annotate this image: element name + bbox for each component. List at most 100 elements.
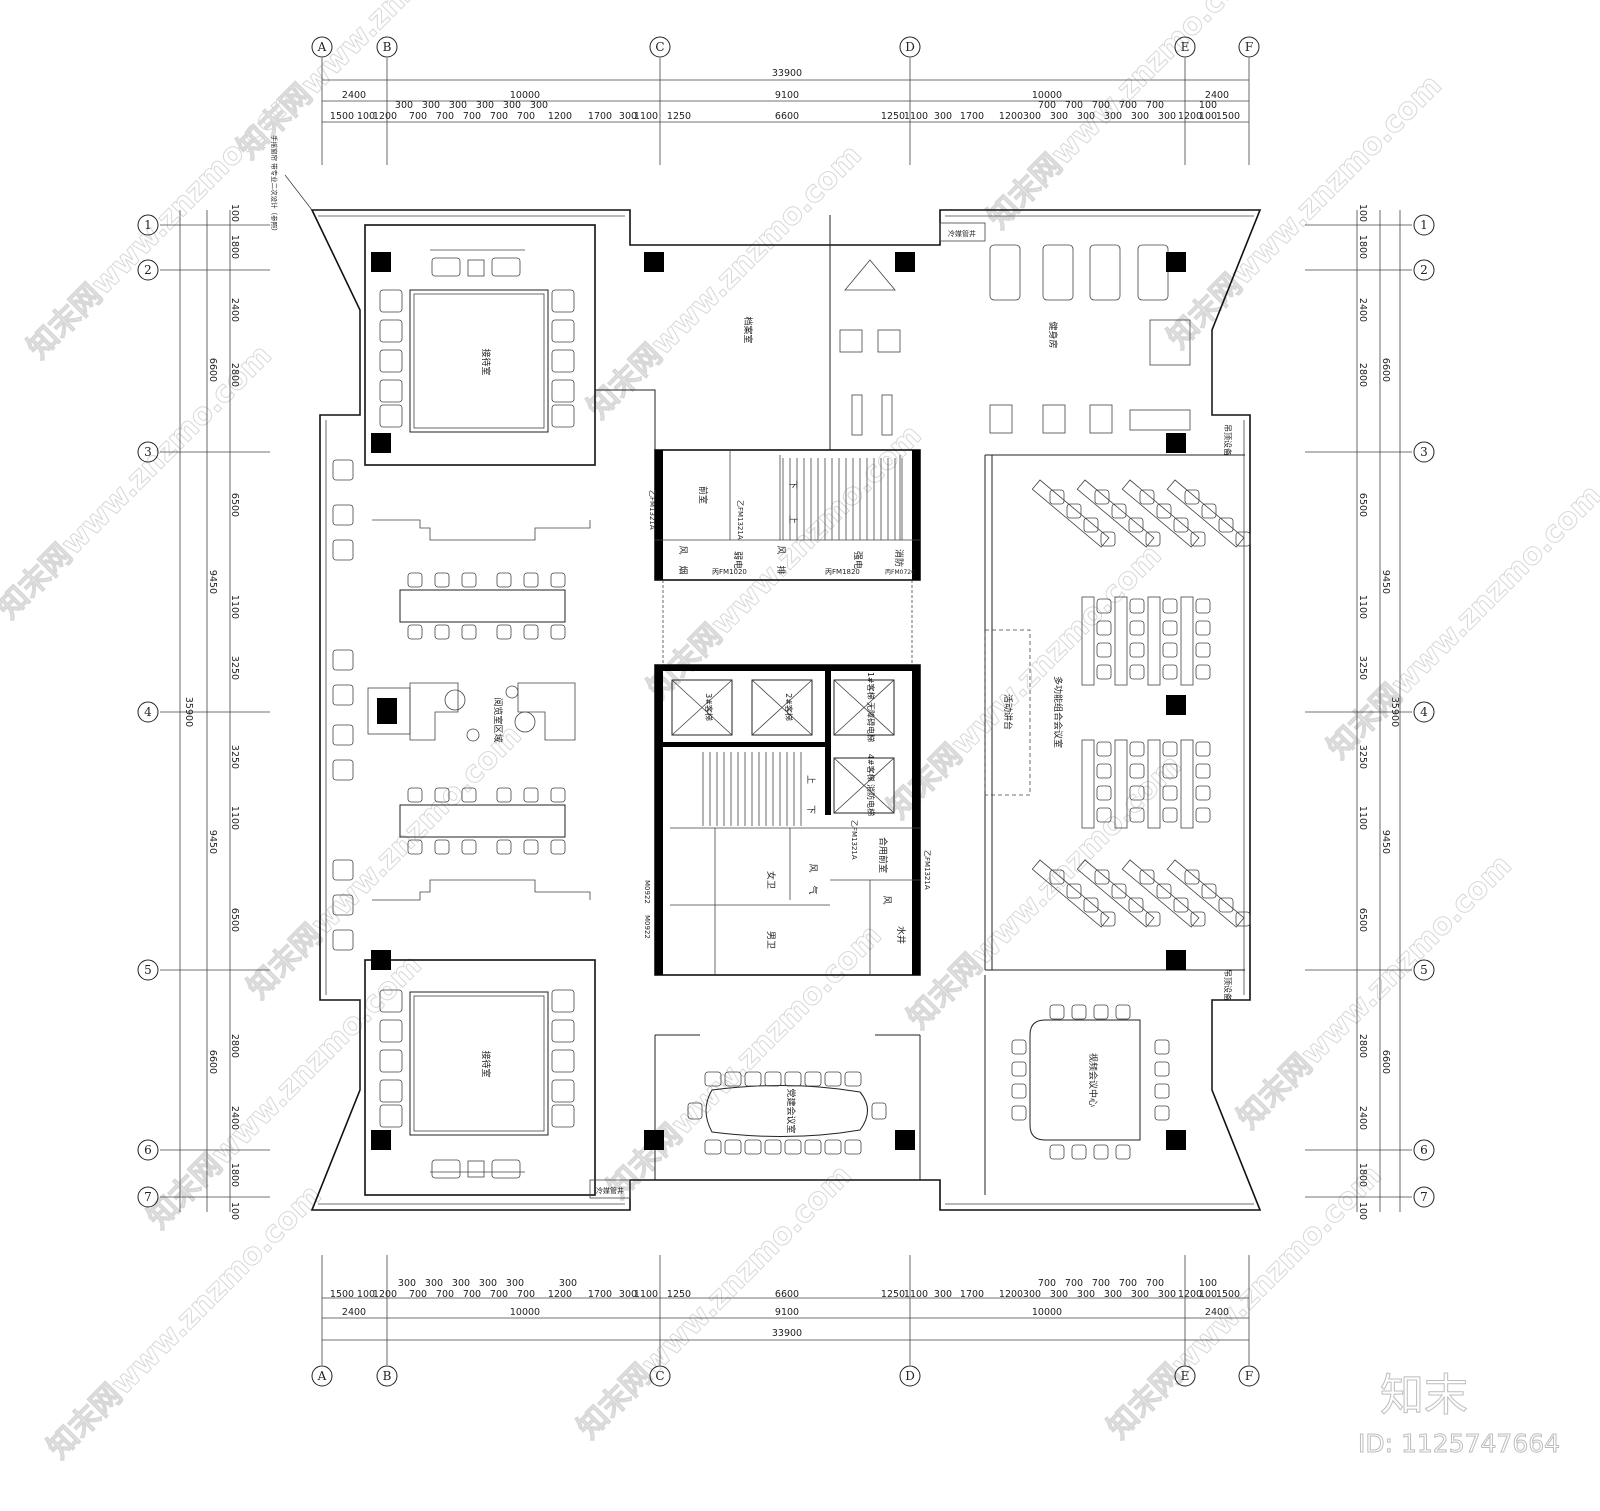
dim-detail-x: 700 bbox=[1119, 1278, 1137, 1289]
furniture bbox=[332, 257, 1251, 1179]
watermark-text: 知末网www.znzmo.com bbox=[1101, 1158, 1389, 1446]
axis-bubble-B bbox=[376, 36, 398, 58]
chair bbox=[1195, 598, 1211, 614]
dim-detail-y: 1800 bbox=[229, 235, 240, 259]
dim-detail-x: 300 bbox=[530, 100, 548, 111]
chair bbox=[1201, 503, 1217, 519]
chair bbox=[1195, 763, 1211, 779]
chair bbox=[1173, 517, 1189, 533]
watermark-text: 知末网www.znzmo.com bbox=[601, 918, 889, 1206]
column bbox=[371, 252, 391, 272]
dim-detail-y: 2400 bbox=[229, 1106, 240, 1130]
chair bbox=[1083, 517, 1099, 533]
dim-detail-y: 1100 bbox=[1357, 595, 1368, 619]
room-reception-bottom: 接待室 bbox=[364, 959, 596, 1196]
dim-detail-x: 1200 bbox=[373, 1289, 397, 1300]
female-wc-label: 女卫 bbox=[765, 871, 777, 889]
dim-detail-x: 300 bbox=[422, 100, 440, 111]
axis-bubble-E bbox=[1174, 1365, 1196, 1387]
dim-detail-x: 300 bbox=[559, 1278, 577, 1289]
dim-detail-x: 300 bbox=[1050, 1289, 1068, 1300]
treadmill bbox=[1137, 244, 1169, 301]
chair bbox=[491, 1159, 521, 1179]
dim-detail-x: 300 bbox=[1023, 1289, 1041, 1300]
axis-label-B: B bbox=[383, 40, 392, 54]
column bbox=[1166, 1130, 1186, 1150]
dim-detail-x: 1100 bbox=[634, 111, 658, 122]
chair bbox=[1154, 1105, 1170, 1121]
dim-detail-x: 700 bbox=[490, 1289, 508, 1300]
door-code-fm1321a-4: 乙FM1321A bbox=[923, 850, 931, 890]
dim-detail-x: 1500 bbox=[330, 111, 354, 122]
room-label-party-meeting: 党建会议室 bbox=[785, 1088, 797, 1133]
column bbox=[644, 1130, 664, 1150]
desk bbox=[1121, 859, 1200, 928]
dim-detail-x: 1200 bbox=[548, 1289, 572, 1300]
weak-elec-label: 弱电 bbox=[732, 551, 744, 569]
chair bbox=[704, 1071, 722, 1087]
axis-label-B: B bbox=[383, 1369, 392, 1383]
stair-down-label: 下 bbox=[805, 805, 815, 814]
building-outline bbox=[310, 209, 1262, 1211]
door-code-fm1820: 丙FM1820 bbox=[825, 568, 860, 576]
dim-detail-x: 300 bbox=[476, 100, 494, 111]
chair bbox=[379, 349, 403, 373]
desk bbox=[1076, 479, 1155, 548]
chair bbox=[431, 1159, 461, 1179]
chair bbox=[1218, 517, 1234, 533]
chair bbox=[332, 504, 354, 526]
dim-detail-x: 300 bbox=[452, 1278, 470, 1289]
desk bbox=[1166, 479, 1245, 548]
dim-detail-y: 2400 bbox=[1357, 298, 1368, 322]
door-code-fm1321a-2: 乙FM1321A bbox=[736, 500, 744, 540]
lift-cross bbox=[833, 757, 895, 814]
dim-detail-x: 700 bbox=[1119, 100, 1137, 111]
chair bbox=[379, 989, 403, 1013]
chair bbox=[1154, 1039, 1170, 1055]
dim-detail-x: 100 bbox=[1199, 1278, 1217, 1289]
chair bbox=[1094, 869, 1110, 885]
chair bbox=[1129, 664, 1145, 680]
chair bbox=[1096, 785, 1112, 801]
chair bbox=[1049, 869, 1065, 885]
dim-detail-x: 1500 bbox=[330, 1289, 354, 1300]
axis-label-5: 5 bbox=[1420, 963, 1428, 977]
chair bbox=[407, 572, 423, 588]
chair bbox=[332, 759, 354, 781]
chair bbox=[1049, 1004, 1065, 1020]
dim-detail-y: 1800 bbox=[1357, 1163, 1368, 1187]
desk bbox=[1081, 596, 1095, 686]
chair bbox=[550, 572, 566, 588]
axis-label-D: D bbox=[905, 40, 915, 54]
lift-car bbox=[833, 757, 895, 814]
chair bbox=[1184, 869, 1200, 885]
dim-bay-y: 6600 bbox=[1380, 1050, 1391, 1074]
dim-detail-y: 1800 bbox=[229, 1163, 240, 1187]
axis-label-F: F bbox=[1245, 40, 1253, 54]
room-video-meeting: 视频会议中心 bbox=[984, 975, 1141, 1195]
dim-detail-y: 2400 bbox=[229, 298, 240, 322]
dim-detail-y: 100 bbox=[1357, 204, 1368, 222]
chair bbox=[551, 1019, 575, 1043]
chair bbox=[1145, 531, 1161, 547]
chair bbox=[551, 1049, 575, 1073]
wind-label-2: 风 bbox=[775, 545, 786, 554]
weight-bench bbox=[877, 329, 901, 353]
dim-detail-y: 2400 bbox=[1357, 1106, 1368, 1130]
chair bbox=[523, 787, 539, 803]
dim-detail-y: 1100 bbox=[229, 595, 240, 619]
dim-detail-x: 700 bbox=[436, 111, 454, 122]
chair bbox=[1083, 897, 1099, 913]
chair bbox=[1190, 531, 1206, 547]
chair bbox=[1096, 763, 1112, 779]
chair bbox=[1049, 1144, 1065, 1160]
chair bbox=[379, 1104, 403, 1128]
multi-gym bbox=[1149, 319, 1191, 366]
dim-detail-x: 1250 bbox=[881, 111, 905, 122]
water-well-label: 水井 bbox=[895, 926, 907, 944]
room-reading: 阅览室区域 bbox=[367, 519, 591, 901]
dim-detail-x: 700 bbox=[517, 111, 535, 122]
dim-detail-x: 700 bbox=[490, 111, 508, 122]
dim-detail-x: 1250 bbox=[881, 1289, 905, 1300]
ceiling-equipment-label: 吊顶设备 bbox=[1223, 424, 1233, 456]
